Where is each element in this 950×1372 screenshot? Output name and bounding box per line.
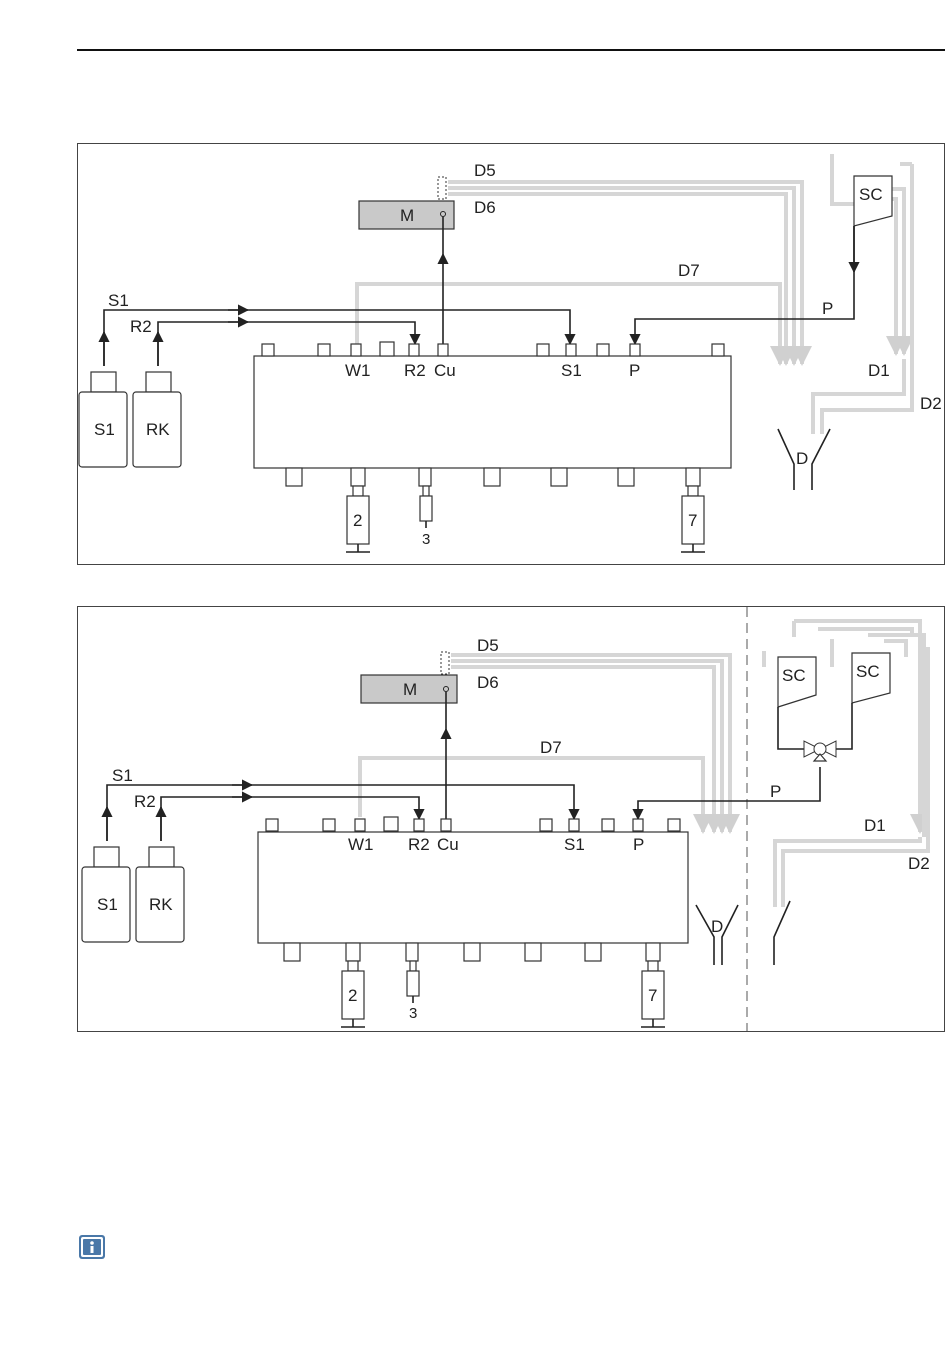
sc-label-b: SC xyxy=(856,662,880,681)
info-icon xyxy=(79,1235,105,1259)
drain-label-d5: D5 xyxy=(474,161,496,180)
drain-label-d1: D1 xyxy=(868,361,890,380)
syringe-label-7: 7 xyxy=(688,511,697,530)
syringe-label-3: 3 xyxy=(422,531,430,548)
sample-collector-1: SC P xyxy=(635,176,892,344)
drain-label-d2-2: D2 xyxy=(908,854,930,873)
port-p-2: P xyxy=(633,835,644,854)
port-s1: S1 xyxy=(561,361,582,380)
line-label-s1: S1 xyxy=(108,291,129,310)
bottle-label-s1: S1 xyxy=(94,420,115,439)
port-r2: R2 xyxy=(404,361,426,380)
bottle-label-rk-2: RK xyxy=(149,895,173,914)
drain-funnel-2: D xyxy=(696,901,790,965)
port-w1-2: W1 xyxy=(348,835,374,854)
bottle-label-rk: RK xyxy=(146,420,170,439)
drain-label-d2: D2 xyxy=(920,394,942,413)
valve-block-2: W1 R2 Cu S1 P xyxy=(258,817,688,961)
line-label-r2: R2 xyxy=(130,317,152,336)
pump-line-label-2: P xyxy=(770,782,781,801)
drain-label-d7-2: D7 xyxy=(540,738,562,757)
bottle-rk-2: RK xyxy=(136,847,184,942)
syringe-2-2: 2 xyxy=(341,961,365,1027)
port-cu: Cu xyxy=(434,361,456,380)
syringe-7-1: 7 xyxy=(681,486,705,552)
bottle-s1-2: S1 xyxy=(82,847,130,942)
bottle-rk-1: RK xyxy=(133,372,181,467)
syringe-label-2-2: 2 xyxy=(348,986,357,1005)
drain-label-d5-2: D5 xyxy=(477,636,499,655)
syringe-3-1: 3 xyxy=(420,486,432,548)
drain-label-d6-2: D6 xyxy=(477,673,499,692)
line-label-s1-2: S1 xyxy=(112,766,133,785)
diagram-panel-1: D SC P M D5 D6 D7 D1 D2 S1 R2 S1 xyxy=(77,143,945,565)
header-rule xyxy=(77,49,945,51)
bottle-label-s1-2: S1 xyxy=(97,895,118,914)
diagram-2-svg: D SC SC P M D5 D6 D7 D1 D2 S1 xyxy=(78,607,944,1031)
drain-label-d: D xyxy=(796,449,808,468)
valve-block-1: W1 R2 Cu S1 P xyxy=(254,342,731,486)
port-p: P xyxy=(629,361,640,380)
port-cu-2: Cu xyxy=(437,835,459,854)
sample-collectors-2: SC SC P xyxy=(638,653,890,819)
syringe-7-2: 7 xyxy=(641,961,665,1027)
drain-funnel-1: D xyxy=(778,429,830,490)
syringe-3-2: 3 xyxy=(407,961,419,1022)
drain-label-d6: D6 xyxy=(474,198,496,217)
syringe-2-1: 2 xyxy=(346,486,370,552)
sc-label-a: SC xyxy=(782,666,806,685)
syringe-label-2: 2 xyxy=(353,511,362,530)
module-label: M xyxy=(400,206,414,225)
drain-label-d7: D7 xyxy=(678,261,700,280)
sc-label: SC xyxy=(859,185,883,204)
diagram-1-svg: D SC P M D5 D6 D7 D1 D2 S1 R2 S1 xyxy=(78,144,944,564)
pump-line-label: P xyxy=(822,299,833,318)
syringe-label-3-2: 3 xyxy=(409,1005,417,1022)
module-label-2: M xyxy=(403,680,417,699)
port-r2-2: R2 xyxy=(408,835,430,854)
reagent-lines-1: S1 R2 xyxy=(104,291,570,366)
bottle-s1-1: S1 xyxy=(79,372,127,467)
drain-label-d1-2: D1 xyxy=(864,816,886,835)
syringe-label-7-2: 7 xyxy=(648,986,657,1005)
port-s1-2: S1 xyxy=(564,835,585,854)
reagent-lines-2: S1 R2 xyxy=(107,766,574,841)
drain-label-d-2: D xyxy=(711,917,723,936)
diagram-panel-2: D SC SC P M D5 D6 D7 D1 D2 S1 xyxy=(77,606,945,1032)
line-label-r2-2: R2 xyxy=(134,792,156,811)
port-w1: W1 xyxy=(345,361,371,380)
